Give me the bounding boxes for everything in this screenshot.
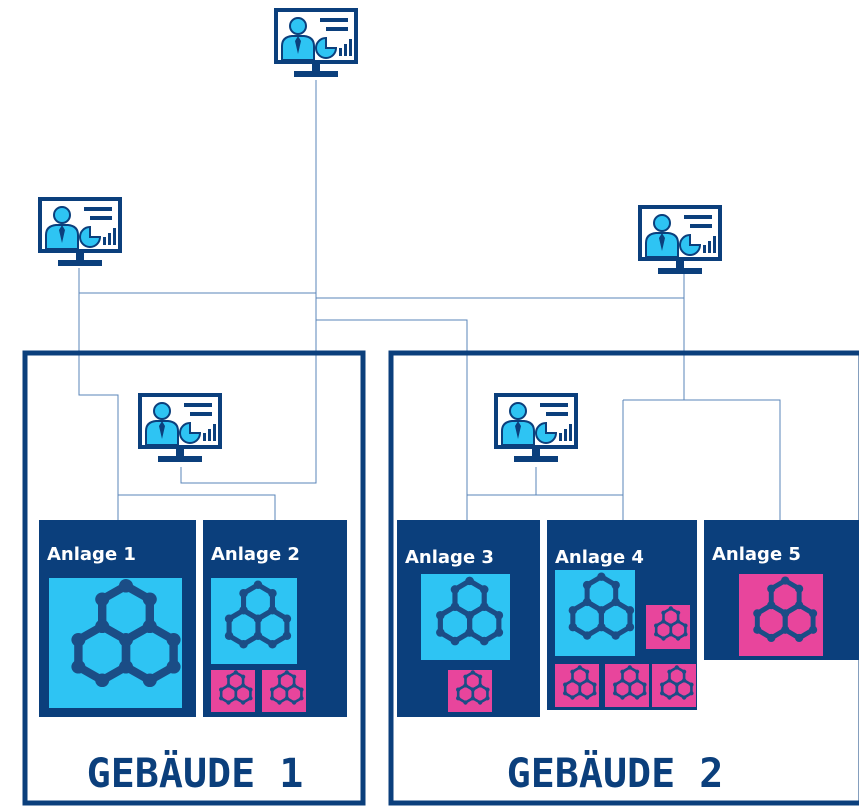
workstation-top-icon[interactable] (274, 8, 358, 79)
building-2-frame (388, 350, 859, 806)
plant-panel-1[interactable]: Anlage 1 (39, 520, 196, 717)
plant-4-label: Anlage 4 (555, 547, 644, 568)
network-wires (78, 80, 781, 520)
plant-2-label: Anlage 2 (211, 544, 300, 565)
plant-1-label: Anlage 1 (47, 544, 136, 565)
building-2-label: GEBÄUDE 2 (507, 749, 724, 797)
building-1-label: GEBÄUDE 1 (87, 749, 304, 797)
plant-5-label: Anlage 5 (712, 544, 801, 565)
plant-3-label: Anlage 3 (405, 547, 494, 568)
workstation-left-icon[interactable] (38, 197, 122, 268)
workstation-right-icon[interactable] (638, 205, 722, 276)
plant-panel-5[interactable]: Anlage 5 (704, 520, 859, 660)
workstation-building-2-icon[interactable] (494, 393, 578, 464)
plant-panel-2[interactable]: Anlage 2 (203, 520, 347, 717)
workstation-building-1-icon[interactable] (138, 393, 222, 464)
plant-panel-3[interactable]: Anlage 3 (397, 520, 540, 717)
building-1-frame (22, 350, 366, 806)
plant-panel-4[interactable]: Anlage 4 (547, 520, 697, 710)
